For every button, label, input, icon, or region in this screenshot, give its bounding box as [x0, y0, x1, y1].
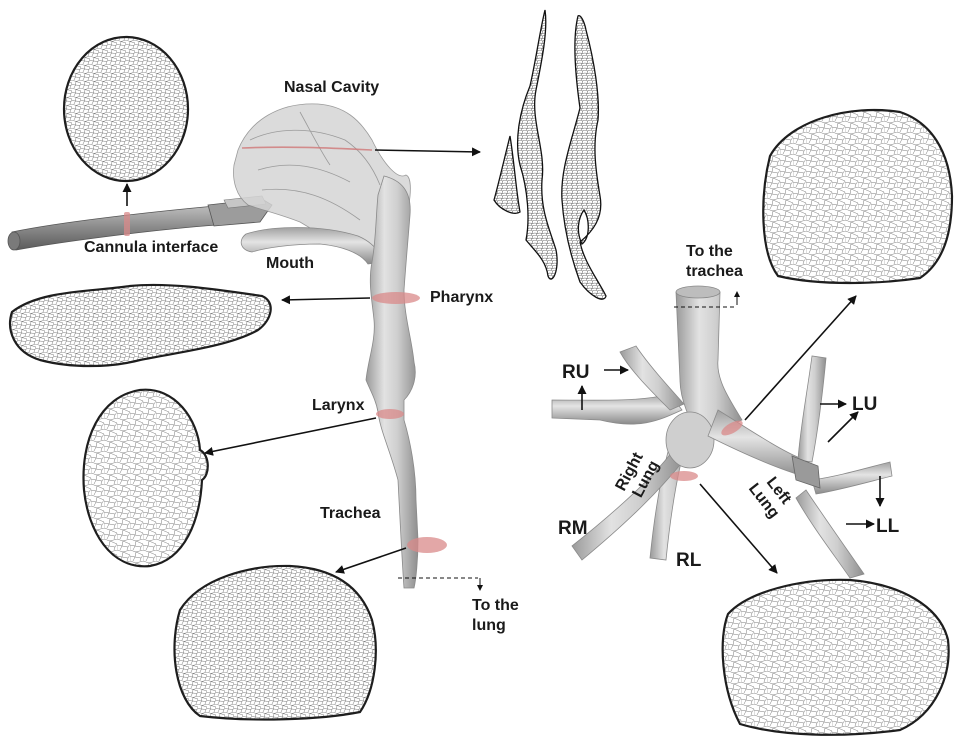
right-lung-section-slice [670, 471, 698, 481]
arrow-trachea [336, 548, 406, 572]
bronchial-tree-model [552, 286, 892, 578]
label-nasal-cavity: Nasal Cavity [284, 79, 379, 96]
larynx-section-slice [376, 409, 404, 419]
pharynx-section-slice [372, 292, 420, 304]
label-right-lung: Right Lung [613, 449, 663, 502]
arrow-nasal [375, 150, 480, 152]
mesh-section-right-upper [763, 110, 952, 283]
mesh-section-pharynx [10, 285, 271, 366]
label-trachea: Trachea [320, 505, 381, 522]
label-left-lung: Left Lung [745, 469, 797, 521]
label-rm: RM [558, 518, 588, 539]
label-to-the-lung-line1: To the [472, 597, 519, 614]
arrow-larynx [205, 418, 376, 453]
trachea-section-slice [407, 537, 447, 553]
label-pharynx: Pharynx [430, 289, 493, 306]
mesh-section-cannula [64, 37, 188, 181]
arrow-left-lung [745, 296, 856, 420]
mesh-section-larynx [83, 390, 207, 567]
cannula-section-slice [124, 212, 130, 236]
label-to-the-trachea-line1: To the [686, 243, 733, 260]
mesh-section-trachea [174, 566, 375, 720]
label-rl: RL [676, 550, 702, 571]
label-to-the-lung-line2: lung [472, 617, 506, 634]
arrow-pharynx [282, 298, 370, 300]
mesh-section-right-lower [723, 580, 949, 735]
arrow-lu-diagonal [828, 412, 858, 442]
label-larynx: Larynx [312, 397, 365, 414]
label-cannula-interface: Cannula interface [84, 239, 218, 256]
label-ll: LL [876, 516, 900, 537]
label-ru: RU [562, 362, 589, 383]
nasal-cross-sections [494, 10, 606, 299]
label-mouth: Mouth [266, 255, 314, 272]
label-lu: LU [852, 394, 877, 415]
label-to-the-trachea-line2: trachea [686, 263, 743, 280]
